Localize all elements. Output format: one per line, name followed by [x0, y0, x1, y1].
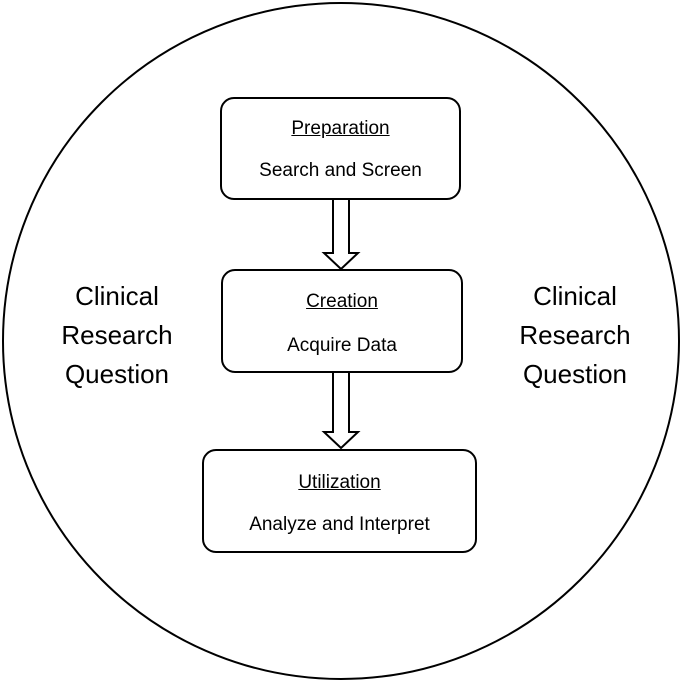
outer-circle — [2, 2, 680, 680]
step-title-preparation: Preparation — [291, 118, 390, 139]
left-label-line-3: Question — [64, 359, 170, 389]
left-label-line-2: Research — [61, 320, 173, 350]
down-arrow-icon — [321, 371, 361, 450]
step-box-creation: Creation Acquire Data — [221, 269, 463, 373]
right-side-label: Clinical Research Question — [490, 277, 660, 394]
right-label-line-3: Question — [522, 359, 628, 389]
step-box-utilization: Utilization Analyze and Interpret — [202, 449, 477, 553]
step-description-utilization: Analyze and Interpret — [249, 514, 430, 535]
right-label-line-1: Clinical — [533, 281, 617, 311]
left-label-line-1: Clinical — [75, 281, 159, 311]
left-side-label: Clinical Research Question — [32, 277, 202, 394]
step-title-utilization: Utilization — [298, 472, 381, 493]
step-title-creation: Creation — [306, 291, 378, 312]
step-description-creation: Acquire Data — [287, 335, 397, 356]
step-box-preparation: Preparation Search and Screen — [220, 97, 461, 200]
down-arrow-icon — [321, 198, 361, 271]
step-description-preparation: Search and Screen — [259, 160, 422, 181]
right-label-line-2: Research — [519, 320, 631, 350]
